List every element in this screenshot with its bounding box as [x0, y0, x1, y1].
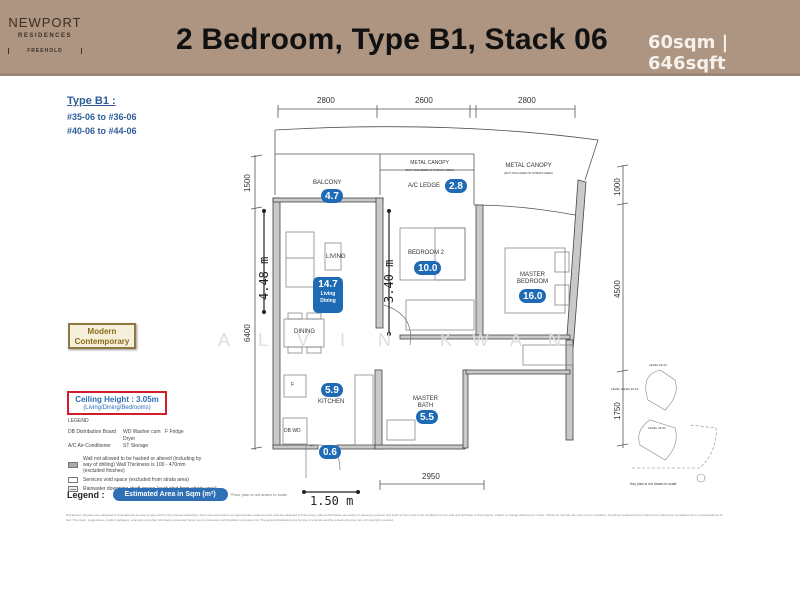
area-badge-kitchen: 5.9: [321, 383, 343, 397]
keyplan-note: Key plan is not drawn to scale: [630, 482, 677, 486]
watermark-letter: A: [218, 330, 231, 350]
area-legend: Legend : Estimated Area in Sqm (m²): [67, 488, 228, 501]
style-badge: Modern Contemporary: [68, 323, 136, 349]
dim-top-3: 2800: [518, 96, 536, 105]
area-legend-label: Legend :: [67, 489, 105, 500]
watermark-letter: L: [258, 330, 269, 350]
room-label-master-bedroom: MASTER BEDROOM: [517, 272, 549, 285]
keyplan-level-mid: LEVEL 30(39) 40-44: [611, 387, 639, 391]
area-badge-ac-ledge: 2.8: [445, 179, 467, 193]
watermark-letter: I: [340, 330, 346, 350]
room-label-ac-ledge: A/C LEDGE: [408, 183, 441, 189]
dim-top-2: 2600: [415, 96, 433, 105]
area-badge-entry: 0.6: [319, 445, 341, 459]
keyplan-level-bottom: LEVEL 29-32: [648, 426, 666, 430]
ceiling-rooms: (Living/Dining/Bedrooms): [83, 405, 151, 411]
measure-150: 1.50 m: [310, 494, 354, 508]
type-label: Type B1 :: [67, 95, 116, 107]
measure-448: 4.48 m: [257, 256, 271, 300]
room-label-dining: DINING: [294, 329, 315, 335]
dim-right-2: 4500: [613, 280, 622, 298]
tenure-label: FREEHOLD: [8, 48, 82, 54]
canopy-label-2: METAL CANOPY (NOT INCLUDED IN STRATA ARE…: [504, 163, 554, 175]
area-badge-master-bath: 5.5: [416, 410, 438, 424]
ceiling-height-box: Ceiling Height : 3.05m (Living/Dining/Be…: [67, 391, 167, 415]
dim-bottom: 2950: [422, 472, 440, 481]
page-title: 2 Bedroom, Type B1, Stack 06: [176, 23, 608, 56]
brand-name: NEWPORT: [8, 15, 82, 30]
area-badge-master-bedroom: 16.0: [519, 289, 547, 303]
keyplan-level-top: LEVEL 29-44: [649, 363, 667, 367]
db-wd-label: DB WD: [284, 428, 301, 434]
legend-heading: LEGEND: [68, 418, 89, 424]
room-label-balcony: BALCONY: [313, 180, 342, 186]
unit-range: #35-06 to #36-06: [67, 112, 137, 122]
downpipe-icon: [68, 486, 78, 492]
area-badge-living-dining: 14.7 Living Dining: [313, 277, 343, 313]
unit-range: #40-06 to #44-06: [67, 126, 137, 136]
header-bar: NEWPORT RESIDENCES FREEHOLD 2 Bedroom, T…: [0, 0, 800, 76]
watermark-letter: N: [378, 330, 391, 350]
watermark-letter: V: [297, 330, 310, 350]
dim-left-2: 6400: [243, 324, 252, 342]
watermark-letter: N: [548, 330, 561, 350]
area-badge-balcony: 4.7: [321, 189, 343, 203]
canopy-label-1: METAL CANOPY (NOT INCLUDED IN STRATA ARE…: [405, 160, 455, 172]
dim-right-3: 1750: [613, 402, 622, 420]
brand-logo: NEWPORT RESIDENCES FREEHOLD: [8, 15, 82, 54]
void-box-icon: [68, 477, 78, 483]
measure-340: 3.40 m: [382, 259, 396, 303]
room-label-bedroom2: BEDROOM 2: [408, 250, 445, 256]
fridge-label: F: [291, 382, 295, 388]
watermark-letter: K: [440, 330, 453, 350]
room-label-master-bath: MASTER BATH: [413, 396, 439, 409]
disclaimer: Disclaimers: All plans are subjected to …: [66, 513, 723, 522]
scale-note: *Floor plan is not drawn to scale: [230, 492, 287, 497]
brand-sub: RESIDENCES: [17, 33, 72, 39]
watermark-letter: A: [510, 330, 523, 350]
legend-item-wall: Wall not allowed to be hacked or altered…: [68, 456, 217, 474]
type-info: Type B1 : #35-06 to #36-06 #40-06 to #44…: [67, 95, 137, 138]
ceiling-height: Ceiling Height : 3.05m: [75, 395, 159, 404]
room-label-kitchen: KITCHEN: [318, 399, 345, 405]
watermark-letter: W: [472, 330, 489, 350]
area-legend-pill: Estimated Area in Sqm (m²): [112, 488, 228, 501]
unit-list: #35-06 to #36-06 #40-06 to #44-06: [67, 110, 137, 138]
legend-abbreviations: DB Distribution Board WD Washer cum Drye…: [68, 429, 184, 449]
area-badge-bedroom2: 10.0: [414, 261, 442, 275]
legend-item-void: Services void space (excluded from strat…: [68, 477, 217, 483]
unit-size: 60sqm | 646sqft: [648, 32, 729, 74]
dim-left-1: 1500: [243, 174, 252, 192]
room-label-living: LIVING: [326, 254, 346, 260]
wall-hatch-icon: [68, 462, 78, 468]
dim-top-1: 2800: [317, 96, 335, 105]
dim-right-1: 1000: [613, 178, 622, 196]
